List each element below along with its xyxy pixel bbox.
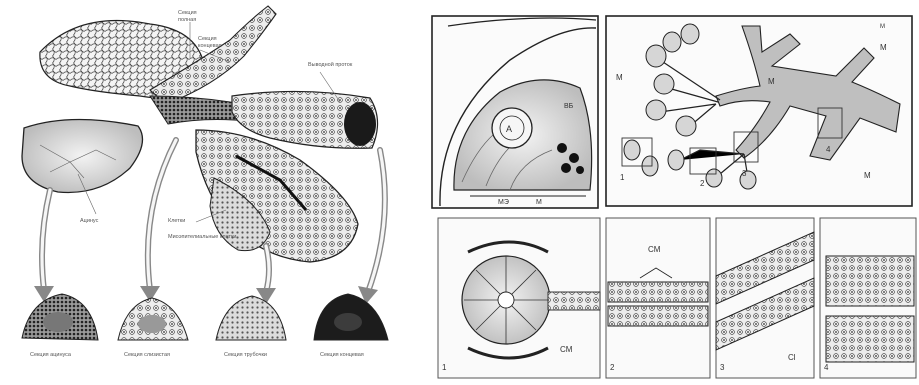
label-VB: ВБ <box>564 103 574 110</box>
tree-num-4: 4 <box>826 145 831 154</box>
left-panel: Секция полная Секция концевая Выводной п… <box>22 6 388 358</box>
label-CM-1: СМ <box>560 345 573 354</box>
label-ME: МЭ <box>498 199 509 206</box>
panel-bottom-2: 2 СМ <box>606 218 710 378</box>
label-cells: Клетки <box>168 218 185 224</box>
bottom-num-4: 4 <box>824 363 829 372</box>
label-acinus: Ацинус <box>80 218 99 224</box>
panel-bottom-3: 3 Сl <box>716 218 814 378</box>
tree-num-2: 2 <box>700 179 705 188</box>
label-top-1: Секция <box>178 10 197 16</box>
left-acinus <box>22 119 143 192</box>
tree-num-1: 1 <box>620 173 625 182</box>
label-A: А <box>506 124 512 134</box>
panel-tree: М М М М М 1 2 3 4 <box>606 16 912 206</box>
label-CM-2: СМ <box>648 245 661 254</box>
label-top-2: полная <box>178 17 196 23</box>
caption-4: Секция концевая <box>320 352 364 358</box>
label-top-3: Секция <box>198 36 217 42</box>
caption-3: Секция трубочки <box>224 352 267 358</box>
panel-bottom-1: 1 СМ <box>438 218 600 378</box>
tree-num-3: 3 <box>742 169 747 178</box>
caption-2: Секция слизистая <box>124 352 170 358</box>
panel-bottom-4: 4 <box>820 218 916 378</box>
label-M: М <box>536 199 542 206</box>
m-marker-5: М <box>880 24 885 30</box>
label-Cl: Сl <box>788 353 796 362</box>
panel-cell: А МЭ М ВБ <box>432 16 598 208</box>
bottom-num-3: 3 <box>720 363 725 372</box>
m-marker-1: М <box>616 73 623 82</box>
section-thumbnails <box>22 294 388 340</box>
bottom-num-1: 1 <box>442 363 447 372</box>
m-marker-3: М <box>880 43 887 52</box>
m-marker-2: М <box>768 77 775 86</box>
label-top-4: концевая <box>198 43 222 49</box>
label-top-5: Выводной проток <box>308 61 353 68</box>
caption-1: Секция ацинуса <box>30 352 72 358</box>
label-myo: Миоэпителиальные клетки <box>168 234 236 240</box>
bottom-num-2: 2 <box>610 363 615 372</box>
m-marker-4: М <box>864 171 871 180</box>
